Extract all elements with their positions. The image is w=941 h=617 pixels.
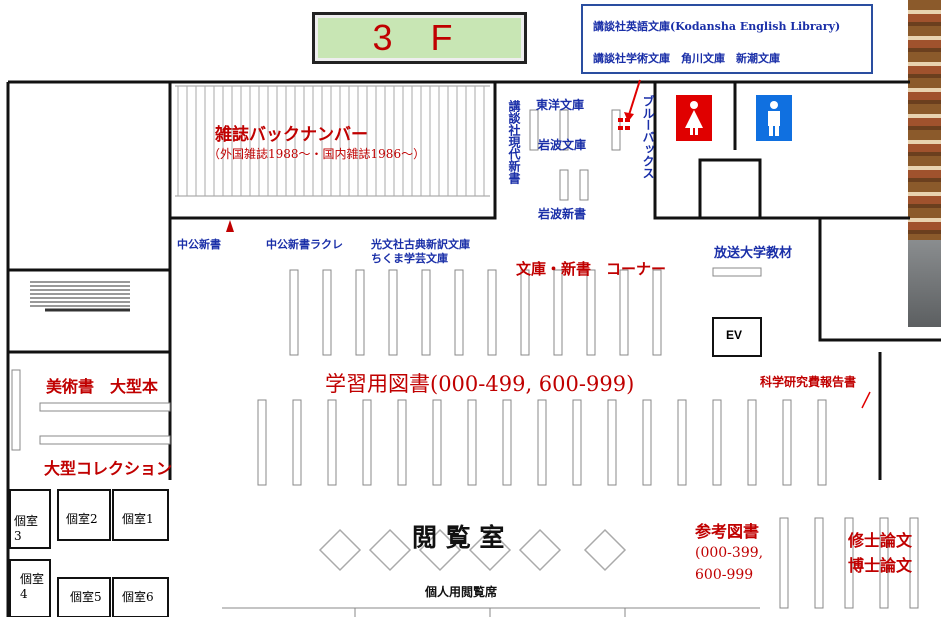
bookshelf xyxy=(322,269,332,356)
bookshelf xyxy=(559,109,569,151)
label-reference-range-1: (000-399, xyxy=(695,545,764,561)
bookshelf xyxy=(529,109,539,151)
bookshelf xyxy=(619,269,629,356)
label-reference-books: 参考図書 xyxy=(695,522,760,541)
seat-diamond xyxy=(368,528,412,572)
bookshelf xyxy=(817,399,827,486)
label-doctor-thesis: 博士論文 xyxy=(848,556,913,575)
reading-room-title: 閲 覧 室 xyxy=(412,523,505,552)
bookshelf xyxy=(553,269,563,356)
bookshelf xyxy=(454,269,464,356)
elevator-label: EV xyxy=(726,328,743,342)
bookshelf xyxy=(362,399,372,486)
bookshelf xyxy=(712,399,722,486)
bookshelf xyxy=(607,399,617,486)
label-large-collection: 大型コレクション xyxy=(44,459,173,478)
magazines-title: 雑誌バックナンバー xyxy=(215,125,368,145)
label-toyo-bunko: 東洋文庫 xyxy=(536,98,585,112)
bookshelf xyxy=(487,269,497,356)
label-personal-seats: 個人用閲覧席 xyxy=(425,585,498,599)
room-6-label: 個室6 xyxy=(122,590,154,604)
bookshelf xyxy=(502,399,512,486)
bookshelf xyxy=(388,269,398,356)
label-chuko-shinsho: 中公新書 xyxy=(177,238,221,251)
label-kaken: 科学研究費報告書 xyxy=(760,375,857,389)
bookshelf xyxy=(559,169,569,201)
legend-line-2: 講談社学術文庫 角川文庫 新潮文庫 xyxy=(593,52,780,65)
bookshelf-photo-floor xyxy=(908,240,941,327)
seat-diamond xyxy=(468,528,512,572)
bookshelf xyxy=(677,399,687,486)
label-chikuma: ちくま学芸文庫 xyxy=(371,252,448,265)
bookshelf xyxy=(355,269,365,356)
seat-diamond xyxy=(418,528,462,572)
bookshelf xyxy=(289,269,299,356)
label-study-books: 学習用図書(000-499, 600-999) xyxy=(325,372,635,396)
bookshelf xyxy=(432,399,442,486)
bookshelf xyxy=(909,517,919,609)
room-5-label: 個室5 xyxy=(70,590,102,604)
label-chuko-lacle: 中公新書ラクレ xyxy=(266,238,343,251)
bookshelf xyxy=(814,517,824,609)
bookshelf xyxy=(747,399,757,486)
label-iwanami-bunko: 岩波文庫 xyxy=(538,138,587,152)
bookshelf xyxy=(782,399,792,486)
bookshelf xyxy=(586,269,596,356)
room-2-label: 個室2 xyxy=(66,512,98,526)
bookshelf xyxy=(579,169,589,201)
bookshelf xyxy=(652,269,662,356)
bookshelf xyxy=(292,399,302,486)
bookshelf xyxy=(844,517,854,609)
seat-diamond xyxy=(318,528,362,572)
bookshelf xyxy=(537,399,547,486)
label-iwanami-shinsho: 岩波新書 xyxy=(538,207,587,221)
floor-sign: 3 F xyxy=(312,12,527,64)
seat-diamond xyxy=(518,528,562,572)
bookshelf xyxy=(467,399,477,486)
magazines-subtitle: （外国雑誌1988～・国内雑誌1986～） xyxy=(208,147,426,161)
label-hoso-daigaku: 放送大学教材 xyxy=(714,246,793,261)
label-kobunsha: 光文社古典新訳文庫 xyxy=(371,238,470,251)
label-kodansha-gendai: 講談社現代新書 xyxy=(507,100,521,184)
bookshelf xyxy=(327,399,337,486)
bookshelf xyxy=(572,399,582,486)
bookshelf xyxy=(879,517,889,609)
bookshelf xyxy=(642,399,652,486)
bookshelf xyxy=(421,269,431,356)
bookshelf xyxy=(779,517,789,609)
label-reference-range-2: 600-999 xyxy=(695,567,754,583)
room-1-label: 個室1 xyxy=(122,512,154,526)
legend-line-1: 講談社英語文庫(Kodansha English Library) xyxy=(593,20,841,33)
bookshelf xyxy=(397,399,407,486)
label-blue-backs: ブルーバックス xyxy=(641,95,655,179)
bookshelf xyxy=(257,399,267,486)
legend-box: 講談社英語文庫(Kodansha English Library) 講談社学術文… xyxy=(581,4,873,74)
bookshelf xyxy=(520,269,530,356)
label-bunko-corner: 文庫・新書 コーナー xyxy=(516,260,667,278)
seat-diamond xyxy=(583,528,627,572)
label-art-books: 美術書 大型本 xyxy=(46,377,159,396)
label-master-thesis: 修士論文 xyxy=(848,531,913,550)
